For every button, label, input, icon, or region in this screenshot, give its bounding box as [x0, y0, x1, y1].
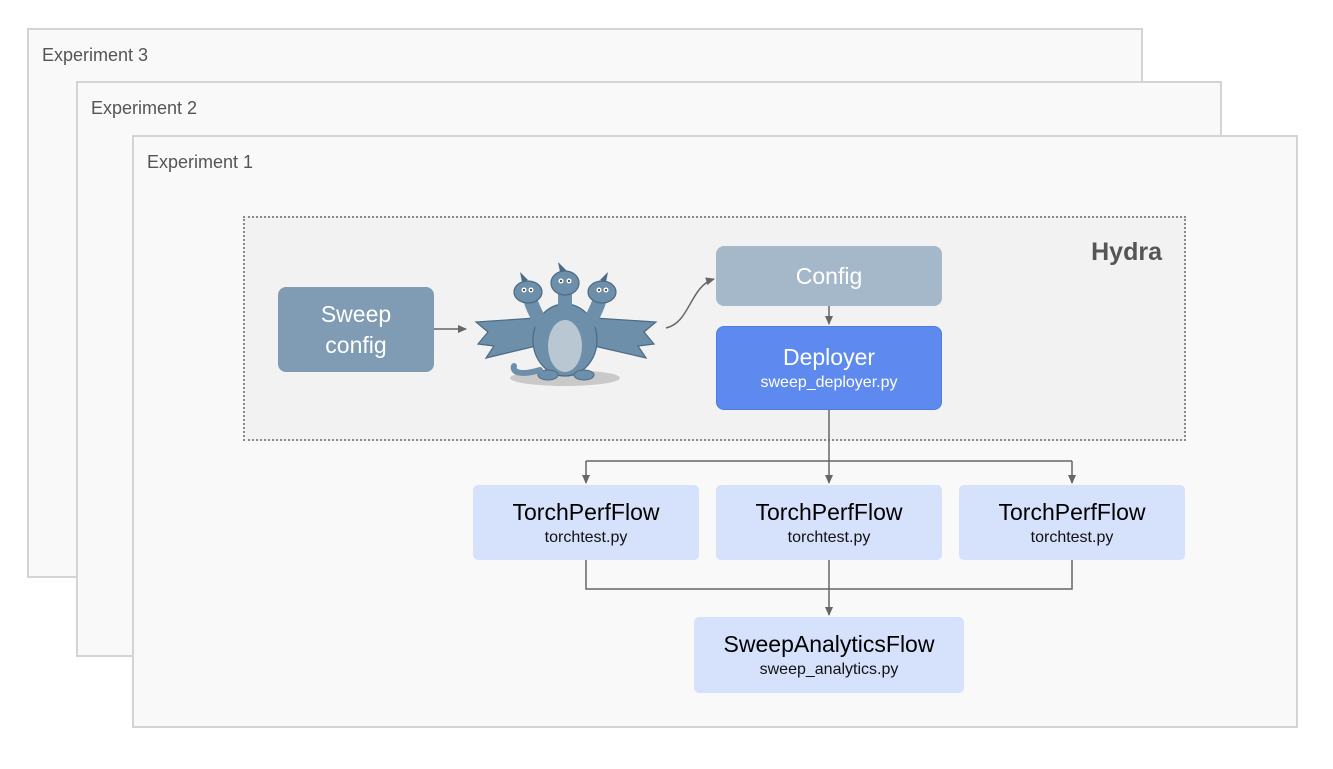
- arrow-hydra-to-config: [665, 277, 715, 329]
- torch-perf-flow-node-1: TorchPerfFlow torchtest.py: [473, 485, 699, 560]
- hydra-group: Hydra: [243, 216, 1186, 441]
- flow-file: torchtest.py: [1030, 528, 1114, 546]
- flow-title: TorchPerfFlow: [998, 498, 1146, 525]
- flow-file: torchtest.py: [544, 528, 628, 546]
- hydra-label: Hydra: [1091, 238, 1162, 266]
- torch-perf-flow-node-2: TorchPerfFlow torchtest.py: [716, 485, 942, 560]
- sweep-config-node: Sweep config: [278, 287, 434, 372]
- sweep-analytics-flow-node: SweepAnalyticsFlow sweep_analytics.py: [694, 617, 964, 693]
- analytics-file: sweep_analytics.py: [759, 661, 899, 678]
- flow-title: TorchPerfFlow: [512, 498, 660, 525]
- hydra-dragon-icon: [474, 262, 658, 386]
- experiment-1-title: Experiment 1: [147, 152, 254, 172]
- deployer-node: Deployer sweep_deployer.py: [716, 326, 942, 410]
- flow-file: torchtest.py: [787, 528, 871, 546]
- deployer-title: Deployer: [782, 344, 876, 370]
- experiment-3-title: Experiment 3: [42, 45, 149, 65]
- config-node: Config: [716, 246, 942, 306]
- flow-title: TorchPerfFlow: [755, 498, 903, 525]
- deployer-file: sweep_deployer.py: [760, 374, 898, 391]
- analytics-title: SweepAnalyticsFlow: [723, 631, 935, 657]
- experiment-2-title: Experiment 2: [91, 98, 198, 118]
- torch-perf-flow-node-3: TorchPerfFlow torchtest.py: [959, 485, 1185, 560]
